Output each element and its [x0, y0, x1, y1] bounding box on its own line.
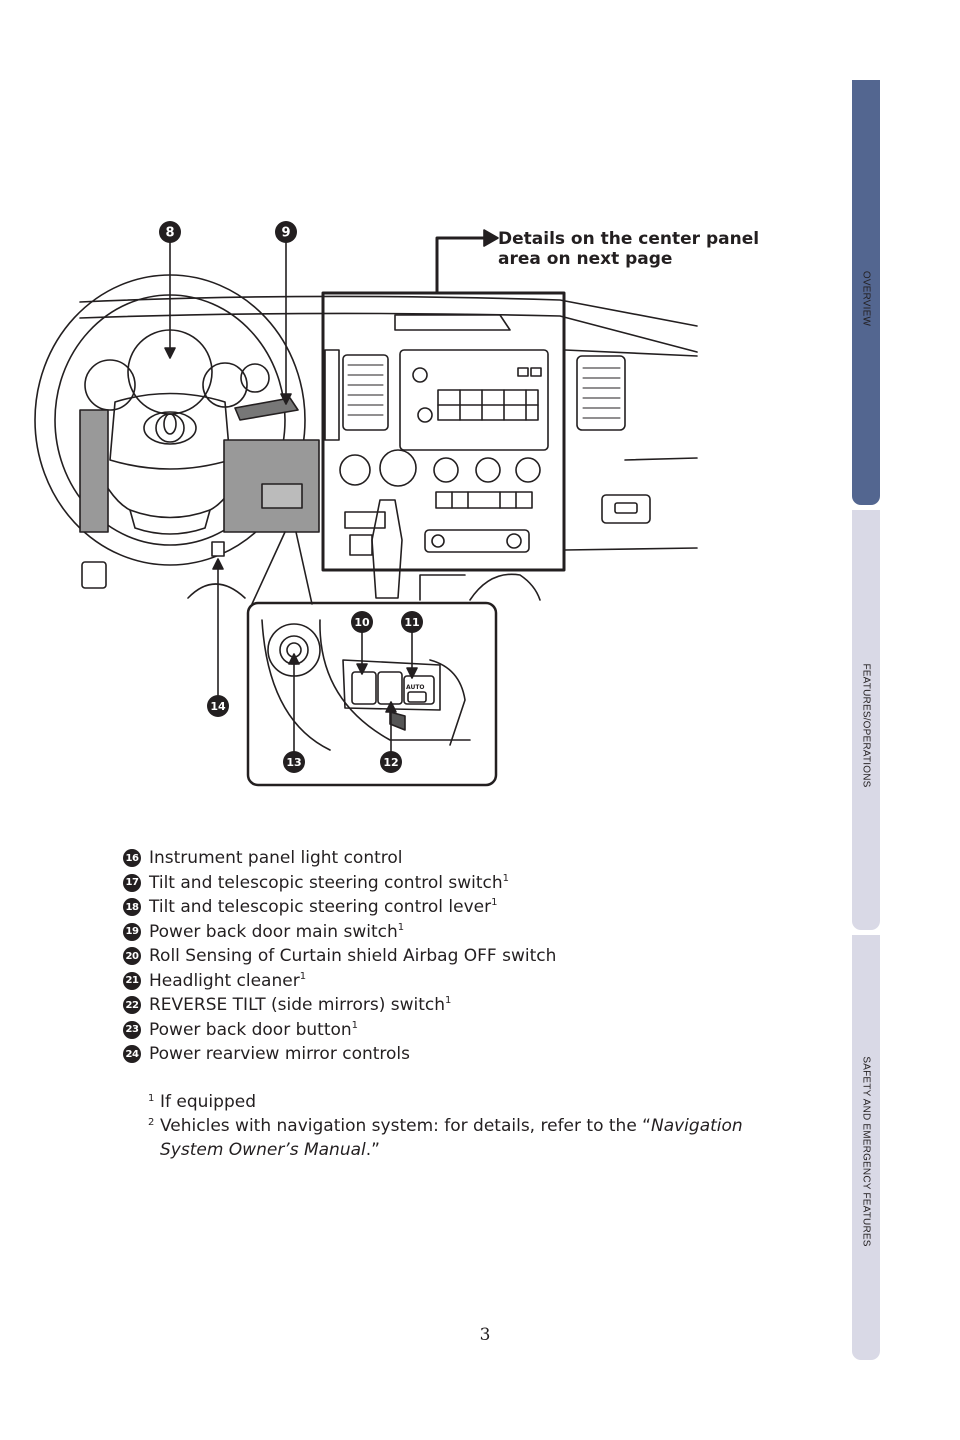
legend-item: 21 Headlight cleaner1: [123, 969, 823, 994]
svg-text:10: 10: [354, 616, 370, 629]
badge-14: 14: [207, 695, 229, 717]
legend-sup: 1: [445, 995, 452, 1007]
legend-item: 24 Power rearview mirror controls: [123, 1042, 823, 1067]
badge-9: 9: [275, 221, 297, 243]
footnote-2-text: Vehicles with navigation system: for det…: [160, 1116, 651, 1136]
legend-badge: 19: [123, 922, 141, 941]
tab-overview[interactable]: [852, 80, 880, 505]
svg-text:11: 11: [404, 616, 419, 629]
footnote-1-number: 1: [148, 1093, 155, 1104]
svg-text:13: 13: [286, 756, 301, 769]
legend-sup: 1: [502, 872, 510, 884]
svg-text:12: 12: [383, 756, 398, 769]
footnote-2-italic-2: System Owner’s Manual: [160, 1140, 366, 1160]
footnote-1-text: If equipped: [160, 1092, 256, 1112]
legend-sup: 1: [351, 1019, 359, 1031]
page-number: 3: [479, 1325, 491, 1345]
svg-text:14: 14: [210, 700, 226, 713]
legend-badge: 23: [123, 1020, 141, 1039]
legend-badge: 22: [123, 996, 141, 1015]
legend-list: 16 Instrument panel light control 17 Til…: [123, 846, 823, 1067]
legend-item: 22 REVERSE TILT (side mirrors) switch1: [123, 993, 823, 1018]
callout-line-1: Details on the center panel: [498, 229, 760, 249]
footnote-2-number: 2: [148, 1117, 155, 1128]
legend-item: 17 Tilt and telescopic steering control …: [123, 871, 823, 896]
dashboard-illustration: 8 9 10 11 12 13 14 AUTO: [34, 221, 698, 787]
footnote-2: 2 Vehicles with navigation system: for d…: [148, 1114, 808, 1162]
legend-text: Headlight cleaner: [149, 970, 300, 991]
badge-12: 12: [380, 751, 402, 773]
legend-text: REVERSE TILT (side mirrors) switch: [149, 995, 445, 1016]
legend-text: Power rearview mirror controls: [149, 1044, 411, 1065]
legend-text: Tilt and telescopic steering control lev…: [149, 897, 492, 918]
badge-11: 11: [401, 611, 423, 633]
auto-switch-label: AUTO: [406, 684, 425, 691]
center-panel-callout: Details on the center panel area on next…: [498, 229, 798, 269]
footnotes: 1 If equipped 2 Vehicles with navigation…: [148, 1090, 808, 1162]
legend-item: 20 Roll Sensing of Curtain shield Airbag…: [123, 944, 823, 969]
legend-badge: 16: [123, 849, 141, 868]
legend-sup: 1: [491, 897, 498, 909]
legend-badge: 21: [123, 971, 141, 990]
footnote-2-end: .”: [365, 1140, 380, 1160]
legend-item: 23 Power back door button1: [123, 1018, 823, 1043]
callout-line-2: area on next page: [498, 249, 673, 269]
legend-sup: 1: [397, 921, 405, 933]
footnote-2-italic-1: Navigation: [650, 1116, 743, 1136]
legend-text: Power back door button: [149, 1019, 352, 1040]
legend-badge: 20: [123, 947, 141, 966]
legend-badge: 18: [123, 898, 141, 917]
legend-text: Power back door main switch: [149, 921, 398, 942]
footnote-1: 1 If equipped: [148, 1090, 808, 1114]
legend-item: 16 Instrument panel light control: [123, 846, 823, 871]
badge-8: 8: [159, 221, 181, 243]
legend-text: Roll Sensing of Curtain shield Airbag OF…: [149, 946, 557, 967]
legend-item: 18 Tilt and telescopic steering control …: [123, 895, 823, 920]
badge-13: 13: [283, 751, 305, 773]
legend-badge: 17: [123, 873, 141, 892]
tab-safety-emergency[interactable]: [852, 935, 880, 1360]
svg-text:9: 9: [281, 226, 290, 241]
legend-badge: 24: [123, 1045, 141, 1064]
tab-features-operations[interactable]: [852, 510, 880, 930]
badge-10: 10: [351, 611, 373, 633]
legend-sup: 1: [299, 970, 307, 982]
legend-text: Tilt and telescopic steering control swi…: [149, 872, 503, 893]
legend-text: Instrument panel light control: [149, 848, 403, 869]
svg-text:8: 8: [165, 226, 174, 241]
legend-item: 19 Power back door main switch1: [123, 920, 823, 945]
